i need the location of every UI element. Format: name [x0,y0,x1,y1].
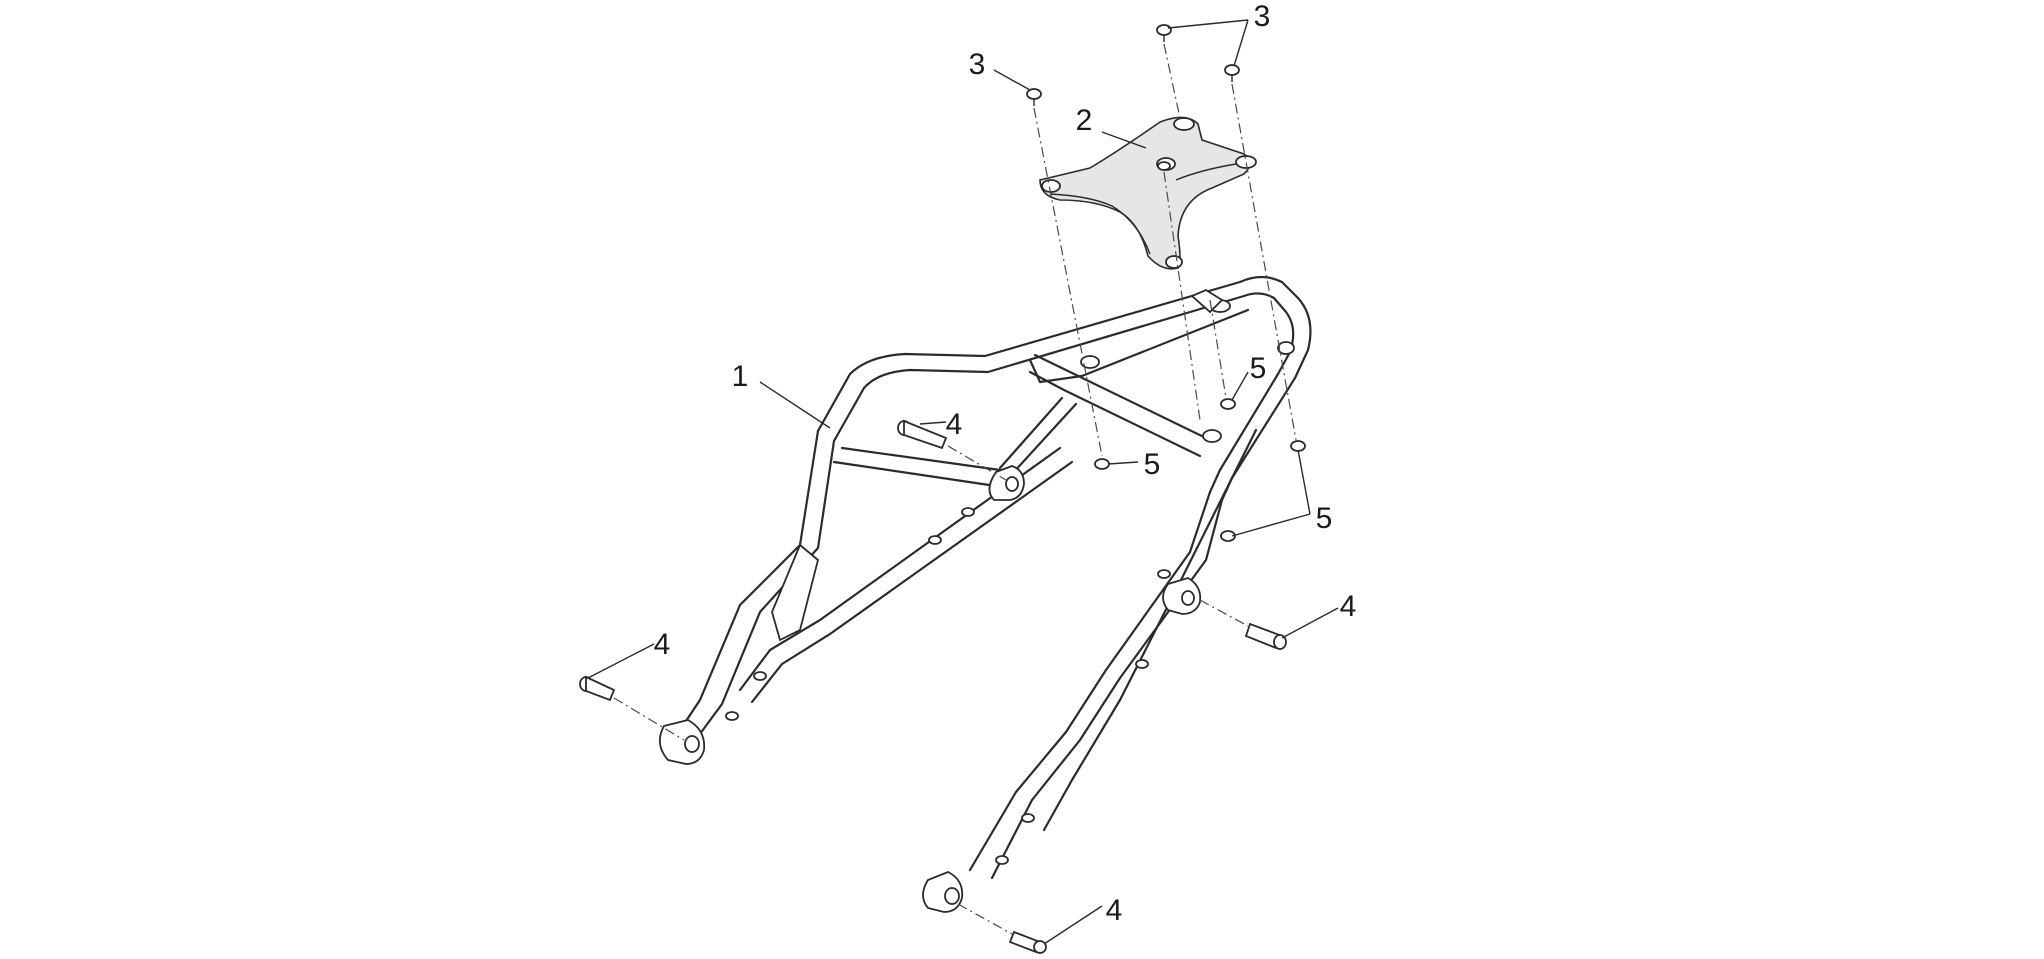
nut-5-right [1290,440,1306,452]
nut-5-left [1094,458,1110,470]
label-5-upper: 5 [1250,352,1267,385]
rear-frame [658,275,1312,913]
label-4-inner: 4 [946,408,963,441]
screw-3-center [1157,161,1171,171]
screw-3-top [1156,24,1172,42]
bolt-4-bottom-foot [1008,930,1047,954]
bolt-4-right-mount [1244,622,1287,650]
leader-lines [587,19,1339,945]
label-3-left: 3 [969,48,986,81]
screw-3-right [1224,64,1240,82]
bolts-4 [579,419,1287,954]
label-3-top: 3 [1254,0,1271,33]
label-4-right-mount: 4 [1340,590,1357,623]
label-4-bottom-foot: 4 [1106,894,1123,927]
callout-labels: 1 2 3 3 4 4 4 4 5 5 5 [654,0,1357,927]
assembly-lines [613,43,1297,935]
label-1: 1 [732,360,749,393]
label-5-middle: 5 [1144,448,1161,481]
nut-5-lower [1220,530,1236,542]
bolt-4-left-foot [579,675,616,702]
label-2: 2 [1076,104,1093,137]
label-4-left-foot: 4 [654,628,671,661]
rack-bracket-plate [1039,116,1257,270]
screws-3 [1026,24,1240,171]
bolt-4-inner [897,419,948,450]
nut-5-upper [1220,398,1236,410]
screw-3-left [1026,88,1042,106]
label-5-lower: 5 [1316,502,1333,535]
